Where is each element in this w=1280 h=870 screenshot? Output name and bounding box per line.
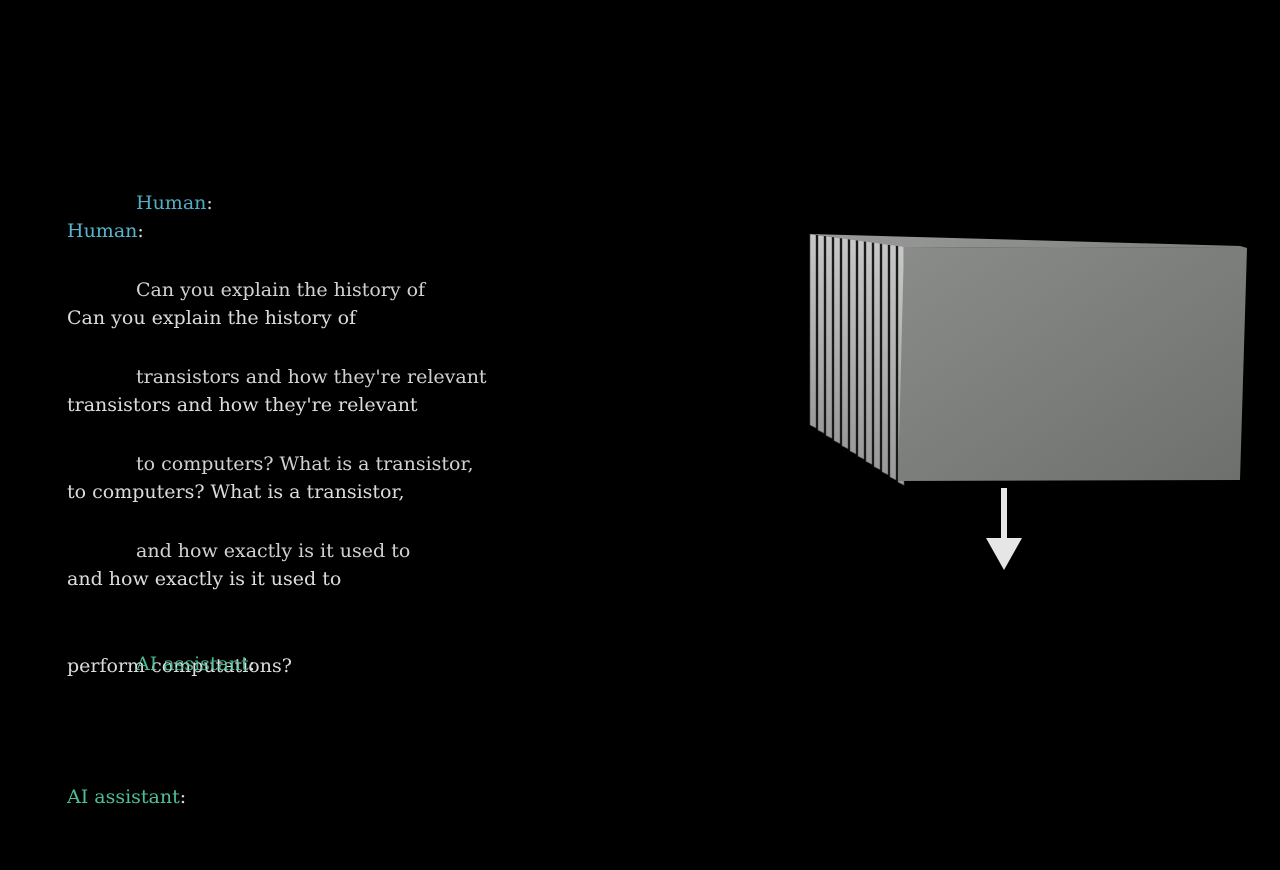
question-b-line-3: to computers? What is a transistor,: [136, 453, 474, 475]
slab-side-face: [833, 236, 841, 445]
question-line-1: Can you explain the history of: [67, 307, 357, 329]
human-role-line: Human:: [67, 220, 144, 242]
ai-label-b: AI assistant: [136, 653, 249, 675]
human-label-b: Human: [136, 192, 207, 214]
scene: Human: Can you explain the history of tr…: [67, 192, 1247, 808]
slab-front-face: [898, 247, 1247, 481]
slab-side-face: [889, 243, 897, 481]
human-role-line-b: Human:: [136, 192, 213, 214]
layered-slabs-graphic: [809, 233, 1247, 486]
slab-top-face: [810, 234, 1247, 248]
question-b-line-4: and how exactly is it used to: [136, 540, 411, 562]
slab-side-face: [873, 241, 881, 471]
question-line-2: transistors and how they're relevant: [67, 394, 418, 416]
slab-side-face: [849, 238, 857, 455]
ai-role-line: AI assistant:: [67, 786, 187, 808]
question-line-3: to computers? What is a transistor,: [67, 481, 405, 503]
question-line-5: perform computations?: [67, 655, 292, 677]
slab-layers: [809, 233, 1247, 486]
slab-side-face: [841, 237, 849, 450]
slab-side-face: [825, 235, 833, 439]
slab-side-face: [817, 234, 825, 434]
slab-side-face: [809, 233, 817, 429]
ai-role-line-b: AI assistant:: [136, 653, 256, 675]
human-label: Human: [67, 220, 138, 242]
conversation-text-secondary: Human: Can you explain the history of tr…: [136, 131, 487, 737]
question-b-line-1: Can you explain the history of: [136, 279, 426, 301]
slab-side-face: [865, 240, 873, 465]
question-line-4: and how exactly is it used to: [67, 568, 342, 590]
slab-side-face: [857, 239, 865, 460]
question-b-line-2: transistors and how they're relevant: [136, 366, 487, 388]
slab-side-face: [881, 242, 889, 476]
ai-label: AI assistant: [67, 786, 180, 808]
down-arrow-icon: [986, 488, 1022, 570]
